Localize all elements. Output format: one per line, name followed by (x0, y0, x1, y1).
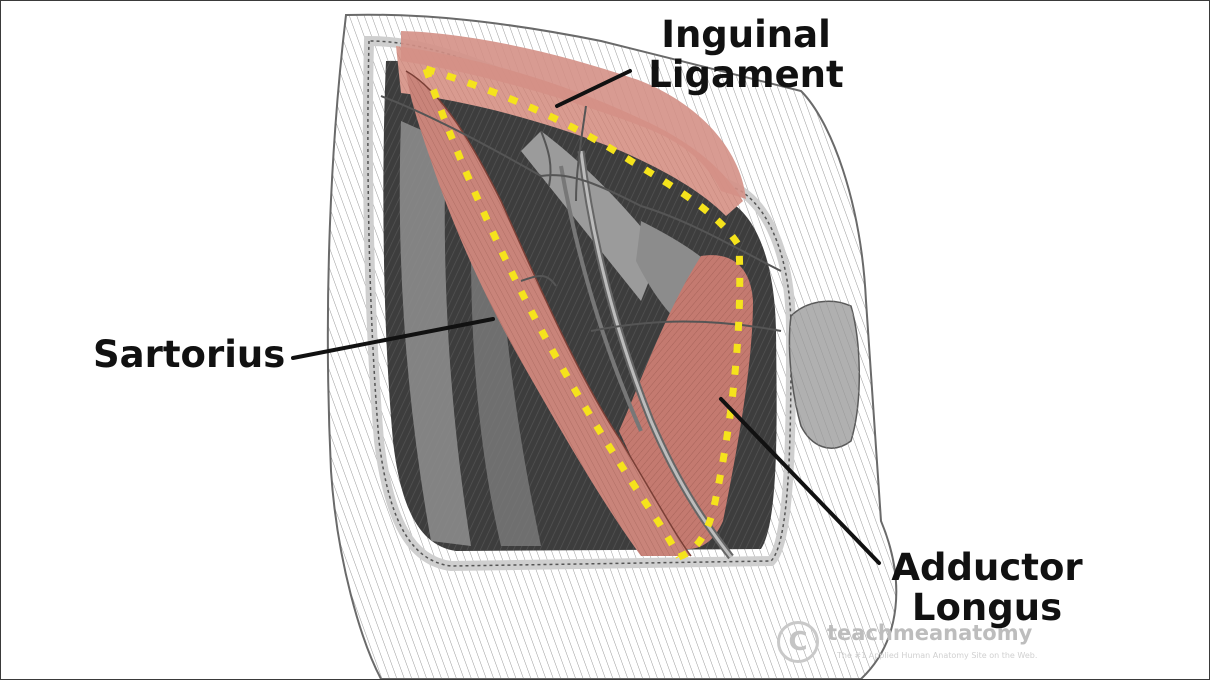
pointer-lines (291, 69, 881, 565)
pointer-adductor (719, 397, 881, 565)
nerve-branches (380, 95, 782, 332)
lateral-muscles (399, 121, 471, 546)
label-sartorius: Sartorius (93, 333, 286, 376)
label-inguinal-line1: Inguinal (661, 13, 831, 56)
pointer-sartorius (291, 317, 495, 360)
abdominal-flap (401, 31, 746, 199)
femoral-triangle-outline (422, 65, 744, 561)
label-adductor-longus: Adductor Longus (887, 548, 1087, 628)
label-adductor-line2: Longus (911, 586, 1063, 629)
label-adductor-line1: Adductor (891, 546, 1083, 589)
watermark-tagline: The #1 Applied Human Anatomy Site on the… (837, 651, 1038, 660)
watermark-brand: teachmeanatomy (827, 621, 1033, 645)
pointer-inguinal (555, 69, 632, 108)
label-inguinal-line2: Ligament (648, 53, 844, 96)
watermark: C teachmeanatomy The #1 Applied Human An… (777, 617, 1107, 671)
copyright-icon: C (777, 621, 819, 663)
label-inguinal-ligament: Inguinal Ligament (641, 15, 851, 95)
